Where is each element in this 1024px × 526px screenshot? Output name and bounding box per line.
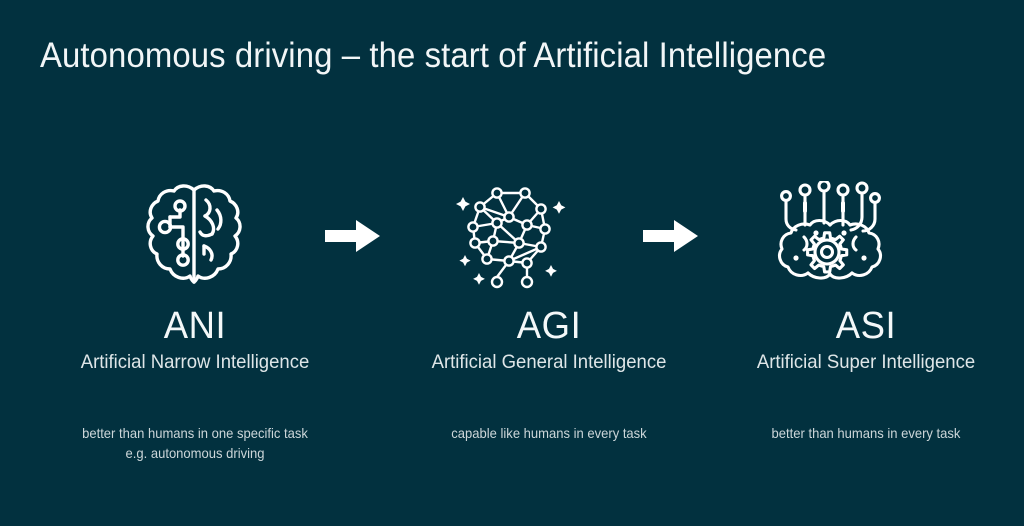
stage-expanded-asi: Artificial Super Intelligence <box>756 351 976 374</box>
stage-labels-row: ANI Artificial Narrow Intelligence AGI A… <box>0 305 1024 374</box>
stage-abbr-asi: ASI <box>835 305 897 347</box>
stage-label-agi: AGI Artificial General Intelligence <box>390 305 708 374</box>
stage-label-ani: ANI Artificial Narrow Intelligence <box>0 305 390 374</box>
caption-line-primary: capable like humans in every task <box>451 425 647 441</box>
stage-expanded-agi: Artificial General Intelligence <box>431 351 667 374</box>
stage-icon-agi <box>392 166 632 306</box>
stage-caption-ani: better than humans in one specific task … <box>14 424 377 464</box>
stage-expanded-ani: Artificial Narrow Intelligence <box>80 351 310 374</box>
stage-icon-asi <box>710 166 950 306</box>
stage-label-asi: ASI Artificial Super Intelligence <box>708 305 1024 374</box>
arrow-right-icon <box>325 219 381 253</box>
stage-icon-ani <box>74 166 314 306</box>
stage-caption-agi: capable like humans in every task <box>401 424 697 464</box>
half-circuit-brain-icon <box>142 180 246 292</box>
stage-abbr-ani: ANI <box>163 305 227 347</box>
stage-caption-asi: better than humans in every task <box>719 424 1013 464</box>
page-title: Autonomous driving – the start of Artifi… <box>40 36 827 75</box>
progression-flow <box>0 166 1024 306</box>
caption-line-primary: better than humans in every task <box>771 425 961 441</box>
arrow-agi-to-asi <box>632 166 710 306</box>
brain-gear-circuit-icon <box>772 181 888 291</box>
neural-network-brain-icon <box>453 179 571 293</box>
stage-captions-row: better than humans in one specific task … <box>0 424 1024 464</box>
stage-abbr-agi: AGI <box>516 305 582 347</box>
caption-line-secondary: e.g. autonomous driving <box>125 444 265 461</box>
caption-line-primary: better than humans in one specific task <box>82 425 308 441</box>
arrow-right-icon <box>643 219 699 253</box>
arrow-ani-to-agi <box>314 166 392 306</box>
